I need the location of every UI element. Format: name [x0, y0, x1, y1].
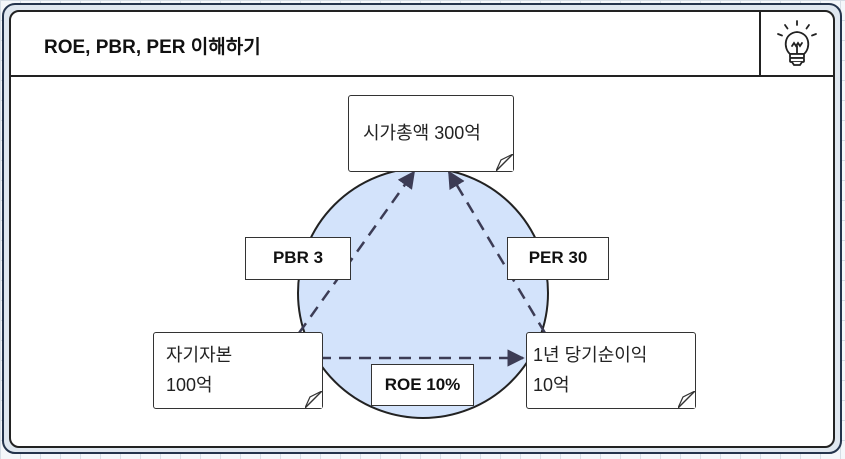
diagram-canvas [297, 167, 549, 419]
pbr-label: PBR 3 [245, 237, 351, 280]
page-title: ROE, PBR, PER 이해하기 [44, 37, 261, 58]
idea-icon-box [759, 12, 833, 75]
page-curl [496, 154, 514, 172]
roe-label: ROE 10% [371, 364, 474, 406]
equity-label-line2: 100억 [166, 375, 213, 395]
card-header: ROE, PBR, PER 이해하기 [11, 12, 833, 77]
page-curl [305, 391, 323, 409]
equity-node: 자기자본 100억 [153, 332, 323, 409]
net-income-node: 1년 당기순이익 10억 [526, 332, 696, 409]
net-income-label-line2: 10억 [533, 375, 570, 395]
pbr-arrow [297, 170, 416, 334]
market-cap-label: 시가총액 300억 [363, 123, 481, 143]
per-label: PER 30 [507, 237, 609, 280]
lightbulb-icon [777, 20, 817, 66]
market-cap-node: 시가총액 300억 [348, 95, 514, 172]
per-arrow [447, 170, 547, 334]
diagram-card: ROE, PBR, PER 이해하기 [9, 10, 835, 448]
net-income-label-line1: 1년 당기순이익 [533, 345, 648, 365]
page-curl [678, 391, 696, 409]
equity-label-line1: 자기자본 [166, 345, 233, 365]
